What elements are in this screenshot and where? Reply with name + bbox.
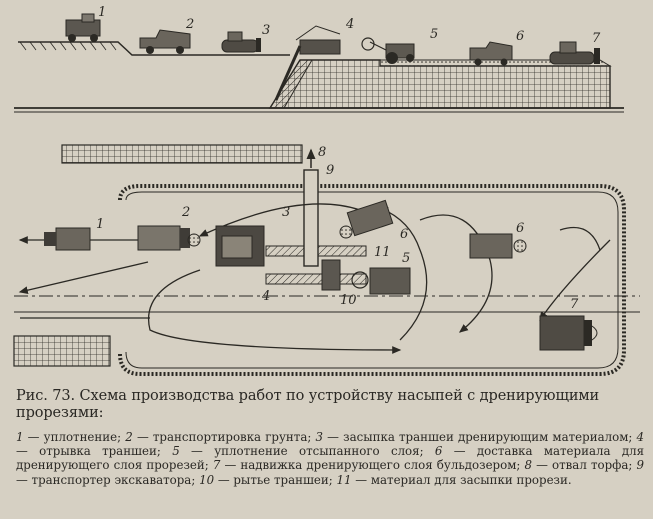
ground-ticks	[19, 41, 117, 51]
legend-item: 9 — транспортер экскаватора;	[16, 458, 645, 487]
legend-text: уплотнение отсыпанного слоя;	[214, 444, 424, 459]
plan-label-2: 2	[181, 205, 190, 220]
plan-machine-7	[539, 315, 598, 351]
work-area-inner	[125, 191, 619, 369]
bottom-stripe-band	[13, 335, 111, 367]
legend-number: 5	[172, 444, 180, 459]
side-label-5: 5	[430, 27, 438, 42]
top-stripe-band	[61, 144, 303, 164]
legend-text: отвал торфа;	[552, 458, 633, 473]
trench-strip-lower	[265, 273, 367, 285]
side-label-7: 7	[592, 31, 601, 46]
plan-label-5: 5	[402, 251, 410, 266]
plan-machine-2	[137, 225, 201, 251]
ground-line	[18, 41, 290, 56]
legend-number: 7	[212, 458, 221, 473]
plan-label-6b: 6	[516, 221, 524, 236]
side-label-1: 1	[98, 5, 106, 20]
legend-item: 5 — уплотнение отсыпанного слоя;	[172, 444, 424, 459]
plan-label-10: 10	[340, 293, 357, 308]
legend-item: 6 — доставка материала для дренирующего …	[16, 444, 645, 473]
side-machine-1	[65, 13, 101, 42]
plan-label-3: 3	[282, 205, 290, 220]
legend-text: уплотнение;	[43, 430, 122, 444]
construction-scheme-diagram: 1 2 3 4 5 6 7	[13, 5, 640, 376]
legend-text: надвижка дренирующего слоя бульдозером;	[240, 458, 521, 473]
legend-text: отрывка траншеи;	[39, 444, 161, 459]
legend-text: рытье траншеи;	[233, 472, 333, 487]
legend-item: 10 — рытье траншеи;	[199, 472, 333, 487]
plan-label-6a: 6	[400, 227, 408, 242]
legend-item: 11 — материал для засыпки прорези.	[336, 472, 572, 487]
plan-machine-6b	[469, 233, 527, 259]
legend-number: 3	[315, 430, 324, 444]
side-label-4: 4	[345, 17, 354, 32]
side-label-3: 3	[262, 23, 270, 38]
legend-number: 4	[636, 430, 645, 444]
plan-view-section: 1 2 3 4 5 6 6 7 8 9 10 11	[13, 144, 640, 376]
legend-number: 11	[336, 472, 352, 487]
legend-number: 9	[636, 458, 645, 473]
plan-machine-5	[351, 267, 411, 295]
legend-number: 1	[16, 430, 24, 444]
legend-number: 6	[434, 444, 443, 459]
legend-item: 4 — отрывка траншеи;	[16, 430, 645, 459]
work-area-outline	[118, 184, 626, 376]
side-label-2: 2	[185, 17, 194, 32]
side-machine-3	[221, 31, 261, 53]
plan-label-8: 8	[318, 145, 326, 160]
legend-number: 10	[199, 472, 215, 487]
plan-label-9: 9	[326, 163, 334, 178]
legend-number: 8	[524, 458, 532, 473]
legend-text: доставка материала для дренирующего слоя…	[16, 444, 645, 473]
plan-label-11: 11	[374, 245, 391, 260]
legend-item: 1 — уплотнение;	[16, 430, 122, 444]
plan-label-7: 7	[570, 297, 579, 312]
plan-label-4: 4	[261, 289, 270, 304]
side-machine-2	[139, 29, 191, 54]
side-view-section: 1 2 3 4 5 6 7	[14, 5, 624, 113]
plan-label-1: 1	[96, 217, 104, 232]
embankment-grid	[268, 59, 611, 109]
plan-machine-3	[215, 225, 265, 267]
legend-item: 7 — надвижка дренирующего слоя бульдозер…	[212, 458, 521, 473]
legend-text: материал для засыпки прорези.	[370, 472, 572, 487]
legend-number: 2	[125, 430, 133, 444]
plan-machine-4	[321, 259, 341, 291]
legend-item: 8 — отвал торфа;	[524, 458, 633, 473]
legend-text: засыпка траншеи дренирующим материалом;	[343, 430, 633, 444]
plan-machine-1	[44, 227, 91, 251]
legend-text: транспортер экскаватора;	[31, 472, 196, 487]
excavator-conveyor	[303, 169, 319, 267]
figure-caption: Рис. 73. Схема производства работ по уст…	[16, 388, 600, 421]
side-label-6: 6	[516, 29, 524, 44]
side-machine-6	[469, 41, 513, 66]
side-machine-7	[549, 41, 600, 65]
legend-text: транспортировка грунта;	[152, 430, 312, 444]
legend-item: 3 — засыпка траншеи дренирующим материал…	[315, 430, 633, 444]
plan-machine-6a	[339, 199, 394, 239]
legend-item: 2 — транспортировка грунта;	[125, 430, 312, 444]
figure-legend: 1 — уплотнение; 2 — транспортировка грун…	[16, 430, 644, 487]
side-machine-4	[274, 25, 341, 101]
side-machine-5	[361, 37, 415, 64]
